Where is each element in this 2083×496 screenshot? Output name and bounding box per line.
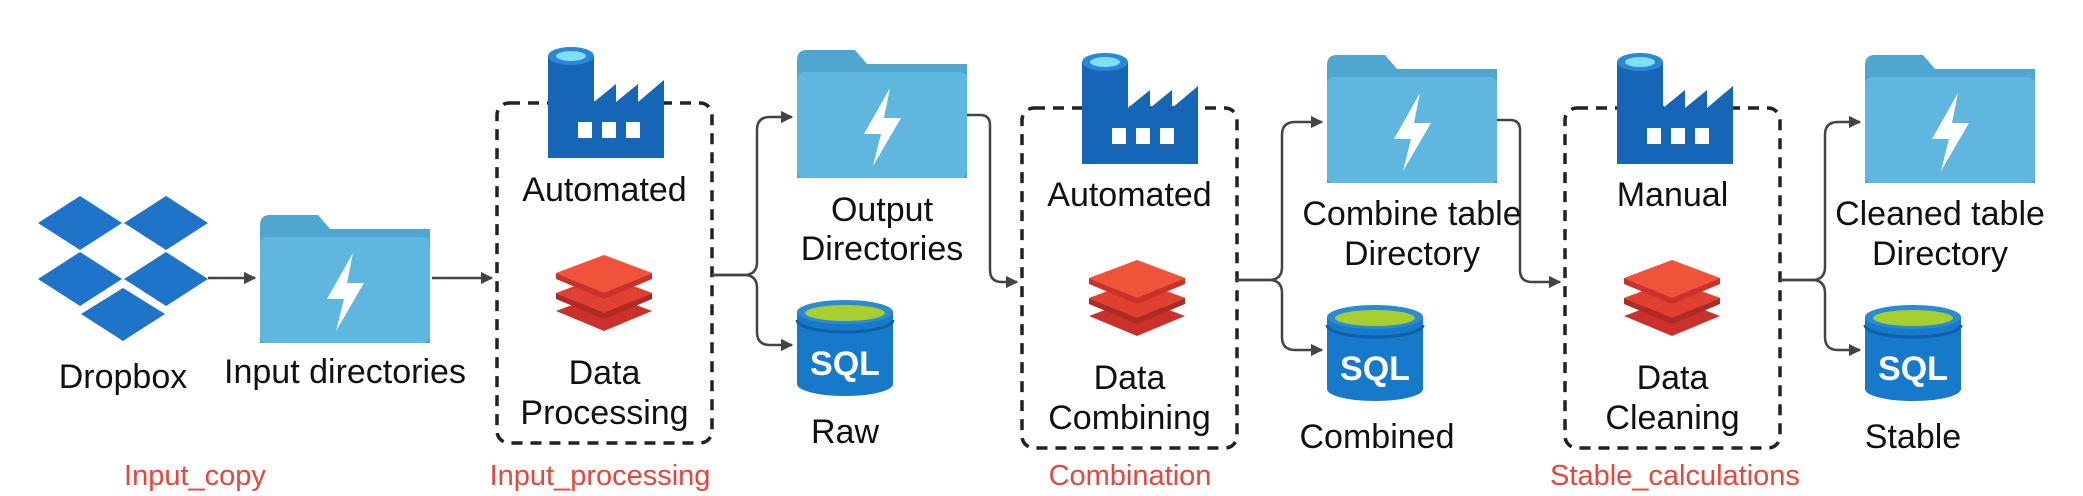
arrow-combining-to-combined [1237,278,1324,357]
stage-label: Input_copy [124,460,266,492]
cleaned-directory-line2: Directory [1871,235,2009,273]
databricks-icon [556,255,652,331]
cleaned-folder-icon [1865,55,2035,183]
combining-label-line1: Data [1093,359,1166,397]
data-factory-icon [548,47,664,158]
dropbox-label: Dropbox [58,358,188,396]
data-factory-icon [1082,53,1198,164]
data-factory-icon [1617,53,1733,164]
sql-text: SQL [1878,350,1948,388]
input-directories-label: Input directories [224,353,466,391]
databricks-icon [1089,260,1185,336]
combining-mode-label: Automated [1047,176,1212,214]
stage-label: Stable_calculations [1550,460,1800,492]
cleaning-label-line2: Cleaning [1605,399,1740,437]
sql-text: SQL [1340,350,1410,388]
databricks-icon [1624,260,1720,336]
combined-label: Combined [1299,418,1455,456]
cleaning-label-line1: Data [1636,359,1709,397]
stage-label: Input_processing [489,460,711,492]
cleaning-mode-label: Manual [1616,176,1729,214]
arrow-cleaning-to-stable [1780,278,1862,357]
input-folder-icon [260,215,430,343]
arrow-output-to-combining [967,113,1019,289]
arrow-cleaning-to-cleaned-dir [1780,115,1862,282]
output-directories-line2: Directories [800,230,964,268]
sql-text: SQL [810,345,880,383]
combine-folder-icon [1327,55,1497,183]
processing-mode-label: Automated [522,171,687,209]
dropbox-icon [38,196,208,341]
arrow-processing-to-output [712,110,794,277]
arrow-combining-to-combine-dir [1237,115,1324,282]
output-folder-icon [797,50,967,178]
cleaned-directory-line1: Cleaned table [1835,195,2045,233]
output-directories-line1: Output [830,191,934,229]
processing-label-line2: Processing [520,394,689,432]
raw-label: Raw [810,413,880,451]
arrow-processing-to-raw [712,273,794,352]
stable-label: Stable [1864,418,1962,456]
combine-directory-line1: Combine table [1302,195,1522,233]
stage-label: Combination [1048,460,1212,492]
arrow-combine-dir-to-cleaning [1497,118,1562,289]
combining-label-line2: Combining [1048,399,1211,437]
processing-label-line1: Data [568,354,641,392]
combine-directory-line2: Directory [1343,235,1481,273]
